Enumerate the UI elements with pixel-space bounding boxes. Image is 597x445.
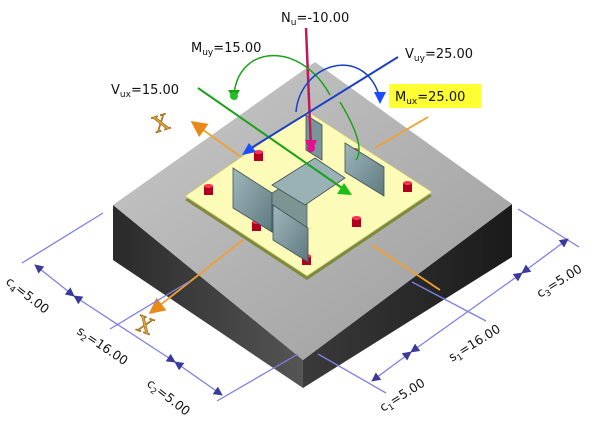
dim-c2-label: c2=5.00: [142, 376, 193, 421]
dim-c3-label: c3=5.00: [534, 261, 586, 303]
axial-force-label: Nu=-10.00: [281, 11, 349, 28]
shear-x-label: Vux=15.00: [111, 83, 179, 100]
stiffener-center: [272, 204, 309, 263]
dim-c1-label: c1=5.00: [377, 375, 429, 417]
dim-c4-label: c4=5.00: [1, 274, 52, 319]
dim-s2-label: s2=16.00: [73, 323, 131, 370]
dimension-lines-right: [317, 208, 580, 394]
axial-force-arrow: [304, 27, 317, 153]
web-top: [271, 157, 346, 206]
moment-y-arrow: [228, 54, 360, 161]
stiffener-right: [344, 142, 385, 197]
shear-y-arrow: [242, 56, 399, 155]
moment-x-label: Mux=25.00: [395, 90, 465, 107]
dim-s1-label: s1=16.00: [446, 321, 505, 367]
moment-x-arrow: [295, 64, 386, 113]
anchor-bolt: [403, 181, 412, 192]
column-stiffeners: [232, 114, 385, 263]
pedestal-right-face: [303, 204, 512, 388]
anchor-bolt: [254, 150, 263, 161]
pedestal-left-face: [113, 205, 303, 388]
dimension-lines-left: [21, 212, 299, 402]
x-axis-label-top: X: [150, 110, 173, 139]
shear-x-arrow: [197, 87, 352, 195]
anchor-bolt: [352, 216, 361, 227]
moment-y-label: Muy=15.00: [191, 41, 261, 58]
shear-y-label: Vuy=25.00: [405, 47, 473, 64]
anchor-bolt: [204, 184, 213, 195]
moment-x-highlight: [389, 84, 481, 108]
